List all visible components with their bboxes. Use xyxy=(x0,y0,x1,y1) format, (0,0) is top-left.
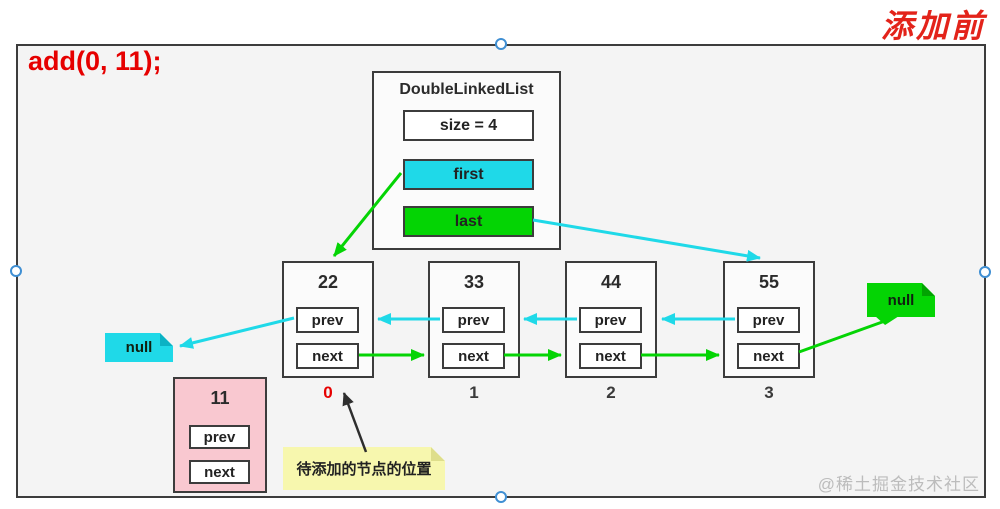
node-prev-field: prev xyxy=(737,307,800,333)
index-label-2: 2 xyxy=(606,383,616,402)
selection-handle-right[interactable] xyxy=(979,266,991,278)
null-tag-left: null xyxy=(105,333,173,362)
node-next-field: next xyxy=(296,343,359,369)
sticky-note: 待添加的节点的位置 xyxy=(283,447,445,490)
node-next-field: next xyxy=(579,343,642,369)
node-value: 44 xyxy=(600,272,622,292)
selection-handle-left[interactable] xyxy=(10,265,22,277)
list-node-44: 44 prev next xyxy=(565,261,657,378)
stage-stamp-label: 添加前 xyxy=(880,7,986,45)
null-tag-right-tail xyxy=(875,316,899,325)
node-value: 33 xyxy=(463,272,485,292)
index-label-0: 0 xyxy=(323,383,333,402)
last-pointer-field: last xyxy=(403,206,534,237)
doublelinkedlist-box: DoubleLinkedList size = 4 first last xyxy=(372,71,561,250)
first-pointer-field: first xyxy=(403,159,534,190)
node-next-field: next xyxy=(737,343,800,369)
selection-handle-top[interactable] xyxy=(495,38,507,50)
code-annotation: add(0, 11); xyxy=(28,46,162,76)
node-prev-field: prev xyxy=(579,307,642,333)
doublelinkedlist-title: DoubleLinkedList xyxy=(399,81,534,98)
node-next-field: next xyxy=(189,460,250,484)
null-tag-label: null xyxy=(125,339,153,356)
node-value: 11 xyxy=(210,388,230,408)
node-value: 22 xyxy=(317,272,339,292)
new-node-11: 11 prev next xyxy=(173,377,267,493)
index-label-3: 3 xyxy=(764,383,774,402)
list-node-33: 33 prev next xyxy=(428,261,520,378)
node-next-field: next xyxy=(442,343,505,369)
list-node-22: 22 prev next xyxy=(282,261,374,378)
watermark-text: @稀土掘金技术社区 xyxy=(817,475,980,494)
null-tag-label: null xyxy=(887,291,915,309)
index-label-1: 1 xyxy=(469,383,479,402)
node-value: 55 xyxy=(758,272,780,292)
node-prev-field: prev xyxy=(189,425,250,449)
sticky-note-text: 待添加的节点的位置 xyxy=(296,461,432,478)
selection-handle-bottom[interactable] xyxy=(495,491,507,503)
list-node-55: 55 prev next xyxy=(723,261,815,378)
size-field: size = 4 xyxy=(403,110,534,141)
node-prev-field: prev xyxy=(442,307,505,333)
node-prev-field: prev xyxy=(296,307,359,333)
null-tag-right: null xyxy=(867,283,935,317)
